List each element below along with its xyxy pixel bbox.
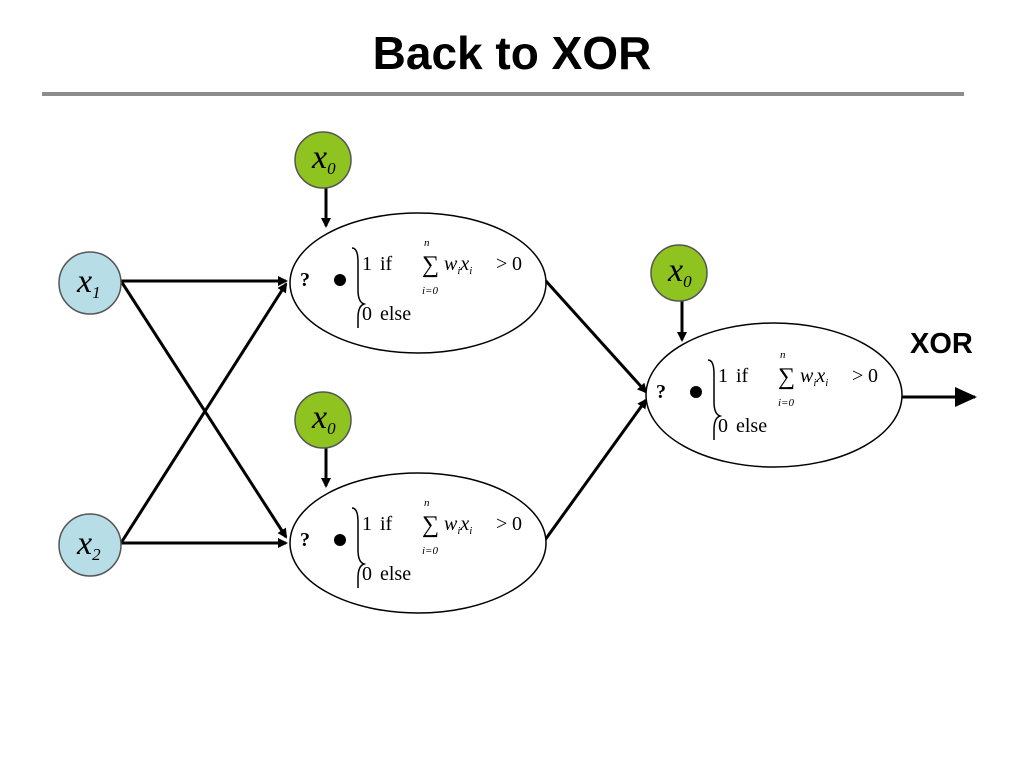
svg-text:0: 0 bbox=[362, 303, 372, 325]
edge-hidden-top-to-output bbox=[543, 278, 648, 394]
svg-text:else: else bbox=[380, 303, 411, 325]
bias-var: x bbox=[311, 399, 327, 436]
svg-text:>: > bbox=[852, 365, 863, 387]
edge-x2-to-hidden-top bbox=[119, 282, 288, 544]
formula-equals-dot bbox=[334, 534, 346, 546]
output-label: XOR bbox=[910, 328, 973, 360]
svg-text:x1: x1 bbox=[76, 263, 101, 302]
output-unit: ? 1 if n ∑ i=0 wixi > 0 0 else bbox=[645, 322, 903, 468]
input-var: x bbox=[76, 263, 92, 300]
connections bbox=[119, 186, 977, 548]
input-node: x1 bbox=[58, 251, 122, 315]
svg-text:if: if bbox=[380, 513, 393, 535]
svg-text:x0: x0 bbox=[311, 399, 336, 438]
formula-brace bbox=[351, 247, 367, 328]
sum-symbol: ∑ bbox=[778, 364, 795, 390]
slide-title: Back to XOR bbox=[372, 27, 652, 79]
formula-brace bbox=[707, 359, 723, 440]
svg-text:x0: x0 bbox=[667, 252, 692, 291]
svg-text:wixi: wixi bbox=[444, 513, 472, 537]
title-divider bbox=[42, 92, 964, 96]
svg-text:wixi: wixi bbox=[444, 253, 472, 277]
formula-equals-dot bbox=[334, 274, 346, 286]
svg-text:1: 1 bbox=[362, 513, 372, 535]
bias-var: x bbox=[667, 252, 683, 289]
formula-brace bbox=[351, 507, 367, 588]
hidden-unit-top: ? 1 if n ∑ i=0 wixi > 0 0 else bbox=[289, 212, 547, 354]
sum-symbol: ∑ bbox=[422, 512, 439, 538]
svg-text:0: 0 bbox=[868, 365, 878, 387]
formula-output-symbol: ? bbox=[300, 529, 310, 551]
formula-output-symbol: ? bbox=[300, 269, 310, 291]
svg-text:n: n bbox=[424, 237, 430, 249]
svg-text:wixi: wixi bbox=[800, 365, 828, 389]
bias-node: x0 bbox=[294, 131, 352, 189]
bias-sub: 0 bbox=[683, 272, 692, 291]
svg-text:i=0: i=0 bbox=[422, 285, 438, 297]
bias-sub: 0 bbox=[327, 159, 336, 178]
svg-text:0: 0 bbox=[512, 513, 522, 535]
svg-text:if: if bbox=[380, 253, 393, 275]
svg-text:i=0: i=0 bbox=[778, 397, 794, 409]
svg-text:if: if bbox=[736, 365, 749, 387]
input-node: x2 bbox=[58, 513, 122, 577]
svg-text:else: else bbox=[736, 415, 767, 437]
svg-text:>: > bbox=[496, 513, 507, 535]
svg-text:x0: x0 bbox=[311, 139, 336, 178]
svg-text:n: n bbox=[424, 497, 430, 509]
svg-text:0: 0 bbox=[512, 253, 522, 275]
formula-equals-dot bbox=[690, 386, 702, 398]
svg-text:0: 0 bbox=[362, 563, 372, 585]
formula-output-symbol: ? bbox=[656, 381, 666, 403]
svg-text:0: 0 bbox=[718, 415, 728, 437]
edge-hidden-bottom-to-output bbox=[543, 398, 648, 541]
bias-var: x bbox=[311, 139, 327, 176]
input-sub: 2 bbox=[92, 545, 101, 564]
svg-text:else: else bbox=[380, 563, 411, 585]
svg-text:>: > bbox=[496, 253, 507, 275]
bias-node: x0 bbox=[650, 244, 708, 302]
svg-text:x2: x2 bbox=[76, 525, 101, 564]
bias-sub: 0 bbox=[327, 419, 336, 438]
edge-x1-to-hidden-bottom bbox=[119, 280, 288, 539]
input-sub: 1 bbox=[92, 283, 101, 302]
bias-node: x0 bbox=[294, 391, 352, 449]
svg-text:1: 1 bbox=[718, 365, 728, 387]
input-var: x bbox=[76, 525, 92, 562]
svg-text:1: 1 bbox=[362, 253, 372, 275]
sum-symbol: ∑ bbox=[422, 252, 439, 278]
svg-text:n: n bbox=[780, 349, 786, 361]
hidden-unit-bottom: ? 1 if n ∑ i=0 wixi > 0 0 else bbox=[289, 472, 547, 614]
svg-text:i=0: i=0 bbox=[422, 545, 438, 557]
